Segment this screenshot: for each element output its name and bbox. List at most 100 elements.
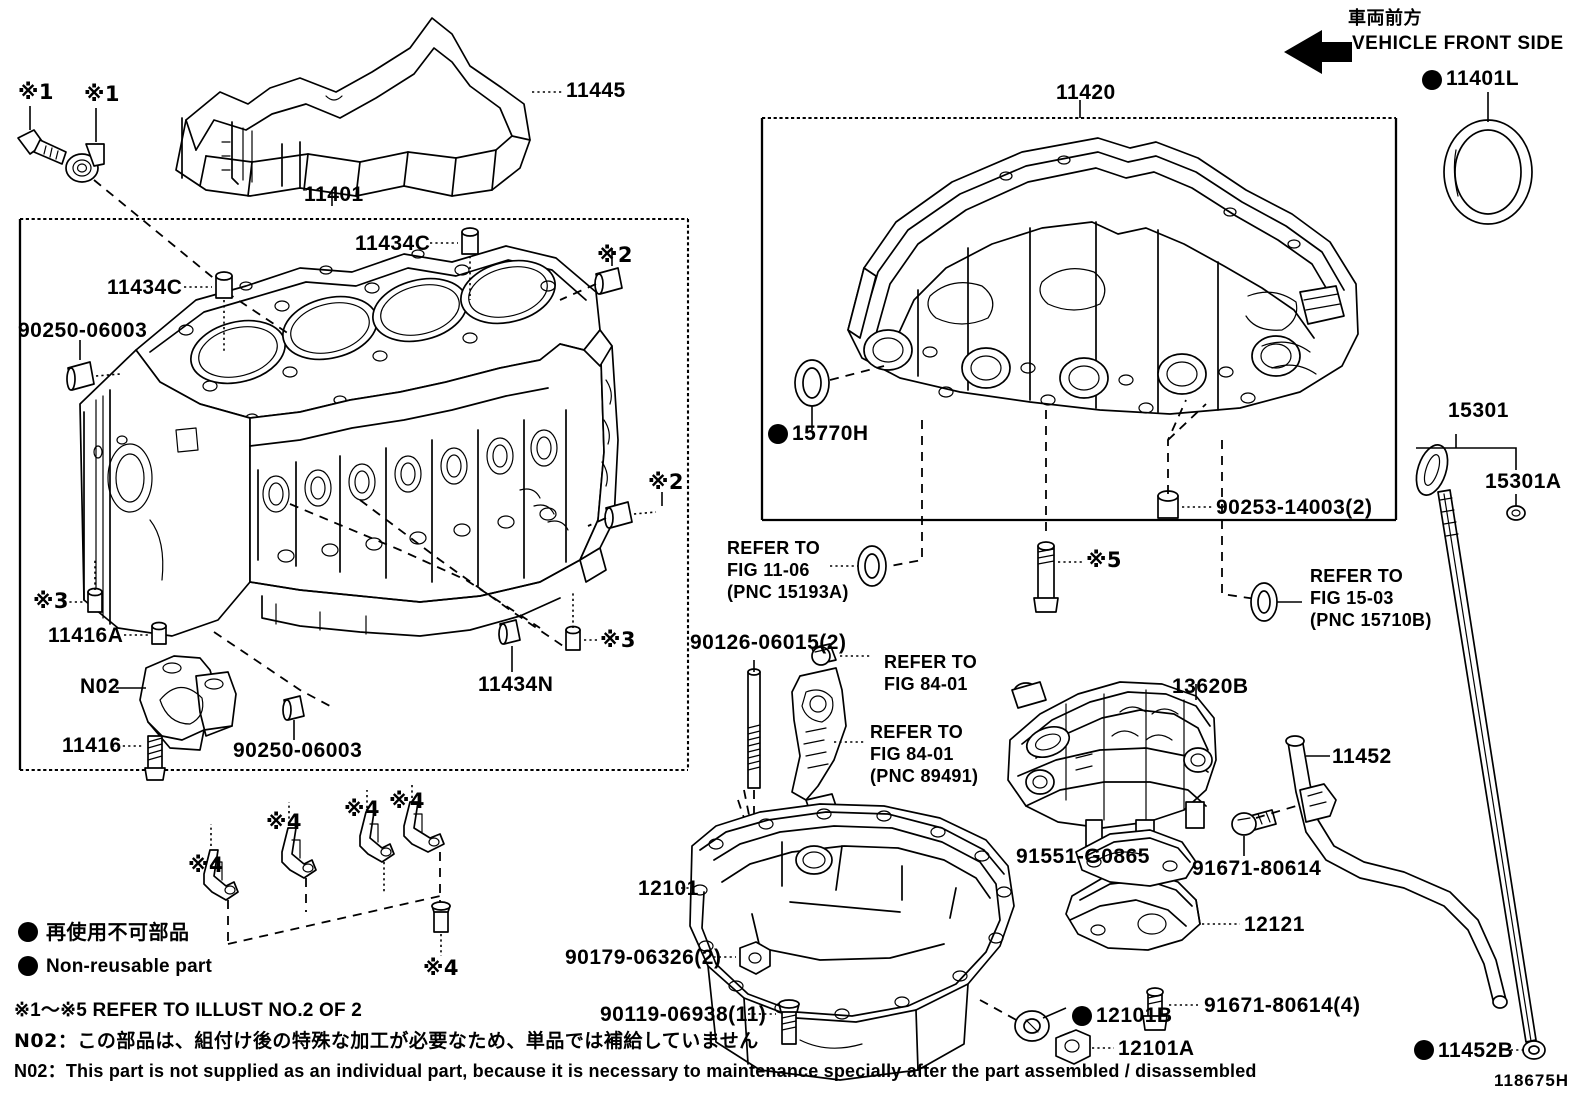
- part-90126-06015-stud: [747, 668, 761, 789]
- callout-11401L: 11401L: [1446, 67, 1520, 90]
- part-12101-oil-pan: [689, 803, 1015, 1081]
- part-90179-06326-nut: [739, 941, 771, 975]
- part-91671-80614-bolt: [1231, 809, 1277, 836]
- cylinder-block-lower-box: [760, 116, 1398, 522]
- ref-8401b-line3: (PNC 89491): [870, 765, 979, 786]
- part-15770H-oring: [794, 359, 830, 407]
- legend-illust-ref: ※1～※5 REFER TO ILLUST NO.2 OF 2: [14, 1000, 363, 1021]
- asterisk-2-mid: ※2: [648, 470, 685, 494]
- part-11401-cylinder-block: [79, 245, 619, 637]
- ref-1106-line1: REFER TO: [727, 538, 821, 558]
- callout-91551-G0865: 91551-G0865: [1016, 845, 1150, 868]
- ref-fig-1503: REFER TO FIG 15-03 (PNC 15710B): [1310, 566, 1432, 632]
- ref-fig-8401-b: REFER TO FIG 84-01 (PNC 89491): [870, 722, 978, 788]
- callout-11416: 11416: [62, 734, 122, 757]
- callout-11401: 11401: [304, 183, 364, 206]
- diagram-id: 118675H: [1494, 1071, 1570, 1090]
- part-N02-main-bearing-cap: [139, 655, 237, 751]
- front-marker-jp: 車両前方: [1348, 8, 1422, 29]
- callout-11434C-top: 11434C: [355, 232, 431, 255]
- part-11416-bolt: [144, 735, 166, 781]
- part-90250-06003-bottom: [282, 695, 305, 721]
- callout-N02: N02: [80, 675, 121, 698]
- vehicle-front-arrow-icon: [1284, 30, 1352, 74]
- ref-fig-1106: REFER TO FIG 11-06 (PNC 15193A): [727, 538, 849, 604]
- callout-12121: 12121: [1244, 913, 1305, 936]
- part-11445-shape: [175, 17, 531, 197]
- callout-12101A: 12101A: [1118, 1037, 1195, 1060]
- asterisk-3-left: ※3: [33, 589, 70, 613]
- part-asterisk5-bolt: [1033, 541, 1059, 613]
- ref-8401b-line1: REFER TO: [870, 722, 964, 742]
- callout-11452B: 11452B: [1438, 1039, 1514, 1062]
- callout-15301A: 15301A: [1485, 470, 1562, 493]
- ref-1106-line3: (PNC 15193A): [727, 581, 849, 602]
- callout-90126-06015: 90126-06015(2): [690, 631, 847, 654]
- asterisk-2-top: ※2: [597, 243, 634, 267]
- part-asterisk4-bolt: [431, 901, 451, 933]
- part-fig8401-sensor: [791, 643, 847, 819]
- part-11452-pipe: [1285, 735, 1508, 1009]
- part-90253-14003-dowel: [1157, 490, 1179, 519]
- callout-15770H: 15770H: [792, 422, 869, 445]
- part-asterisk4-oil-jet-3: [359, 811, 395, 863]
- legend-n02-en: N02：This part is not supplied as an indi…: [14, 1061, 1257, 1081]
- callout-11420: 11420: [1056, 81, 1116, 104]
- asterisk-4-4: ※4: [389, 789, 426, 813]
- part-ref-1503-oring: [1250, 582, 1278, 622]
- callout-90179-06326: 90179-06326(2): [565, 946, 722, 969]
- ref-fig-8401-a: REFER TO FIG 84-01: [884, 652, 977, 696]
- part-13620B-balance-shaft-assy: [1007, 681, 1217, 849]
- part-asterisk4-oil-jet-2: [281, 827, 317, 879]
- callout-12101B: 12101B: [1096, 1004, 1173, 1027]
- part-asterisk4-oil-jet-4: [403, 801, 445, 853]
- asterisk-4-3: ※4: [344, 797, 381, 821]
- ref-1503-line1: REFER TO: [1310, 566, 1404, 586]
- part-12101A-drain-plug: [1055, 1029, 1091, 1065]
- callout-11445: 11445: [566, 79, 626, 102]
- asterisk-4-1: ※4: [188, 853, 225, 877]
- part-11416A-plug: [151, 621, 167, 645]
- asterisk-1-left: ※1: [18, 80, 55, 104]
- part-11434C-dowel-left: [215, 271, 233, 299]
- callout-11434C-left: 11434C: [107, 276, 183, 299]
- part-11420-lower-crankcase: [847, 137, 1359, 415]
- callout-11434N: 11434N: [478, 673, 554, 696]
- part-11434N-plug: [498, 619, 521, 645]
- part-asterisk3-plug-left: [87, 587, 103, 613]
- part-11401L-oil-seal: [1443, 119, 1533, 225]
- ref-1503-line2: FIG 15-03: [1310, 587, 1394, 608]
- ref-1503-line3: (PNC 15710B): [1310, 609, 1432, 630]
- cylinder-block-box: [18, 217, 690, 772]
- part-asterisk2-plug-top: [594, 267, 623, 295]
- part-90250-06003-top: [66, 361, 95, 391]
- callout-11416A: 11416A: [48, 624, 124, 647]
- callout-90250-06003-top: 90250-06003: [18, 319, 148, 342]
- part-15301-dipstick: [1415, 444, 1537, 1043]
- ref-1106-line2: FIG 11-06: [727, 559, 810, 580]
- part-ref-1106-oring: [857, 545, 887, 587]
- callout-91671-80614: 91671-80614: [1192, 857, 1322, 880]
- part-11434C-dowel-top: [461, 227, 479, 255]
- callout-90250-06003-bottom: 90250-06003: [233, 739, 363, 762]
- ref-8401a-line2: FIG 84-01: [884, 673, 968, 694]
- callout-11452: 11452: [1332, 745, 1392, 768]
- part-asterisk3-plug-right: [565, 625, 581, 651]
- asterisk-4-2: ※4: [266, 810, 303, 834]
- callout-12101: 12101: [638, 877, 699, 900]
- part-12121-baffle-plate: [1065, 829, 1201, 951]
- callout-91671-80614x4: 91671-80614(4): [1204, 994, 1361, 1017]
- callout-13620B: 13620B: [1172, 675, 1249, 698]
- asterisk-5: ※5: [1086, 548, 1123, 572]
- part-11452B-oring: [1522, 1040, 1546, 1060]
- part-asterisk4-oil-jet-1: [203, 849, 239, 901]
- asterisk-4-5: ※4: [423, 956, 460, 980]
- asterisk-3-right: ※3: [600, 628, 637, 652]
- asterisk-1-right: ※1: [84, 82, 121, 106]
- part-15301A-grommet: [1506, 505, 1526, 521]
- callout-90119-06938: 90119-06938(11): [600, 1003, 767, 1026]
- legend-nonreusable-en: Non-reusable part: [46, 956, 212, 977]
- part-asterisk1-bolt: [17, 129, 67, 165]
